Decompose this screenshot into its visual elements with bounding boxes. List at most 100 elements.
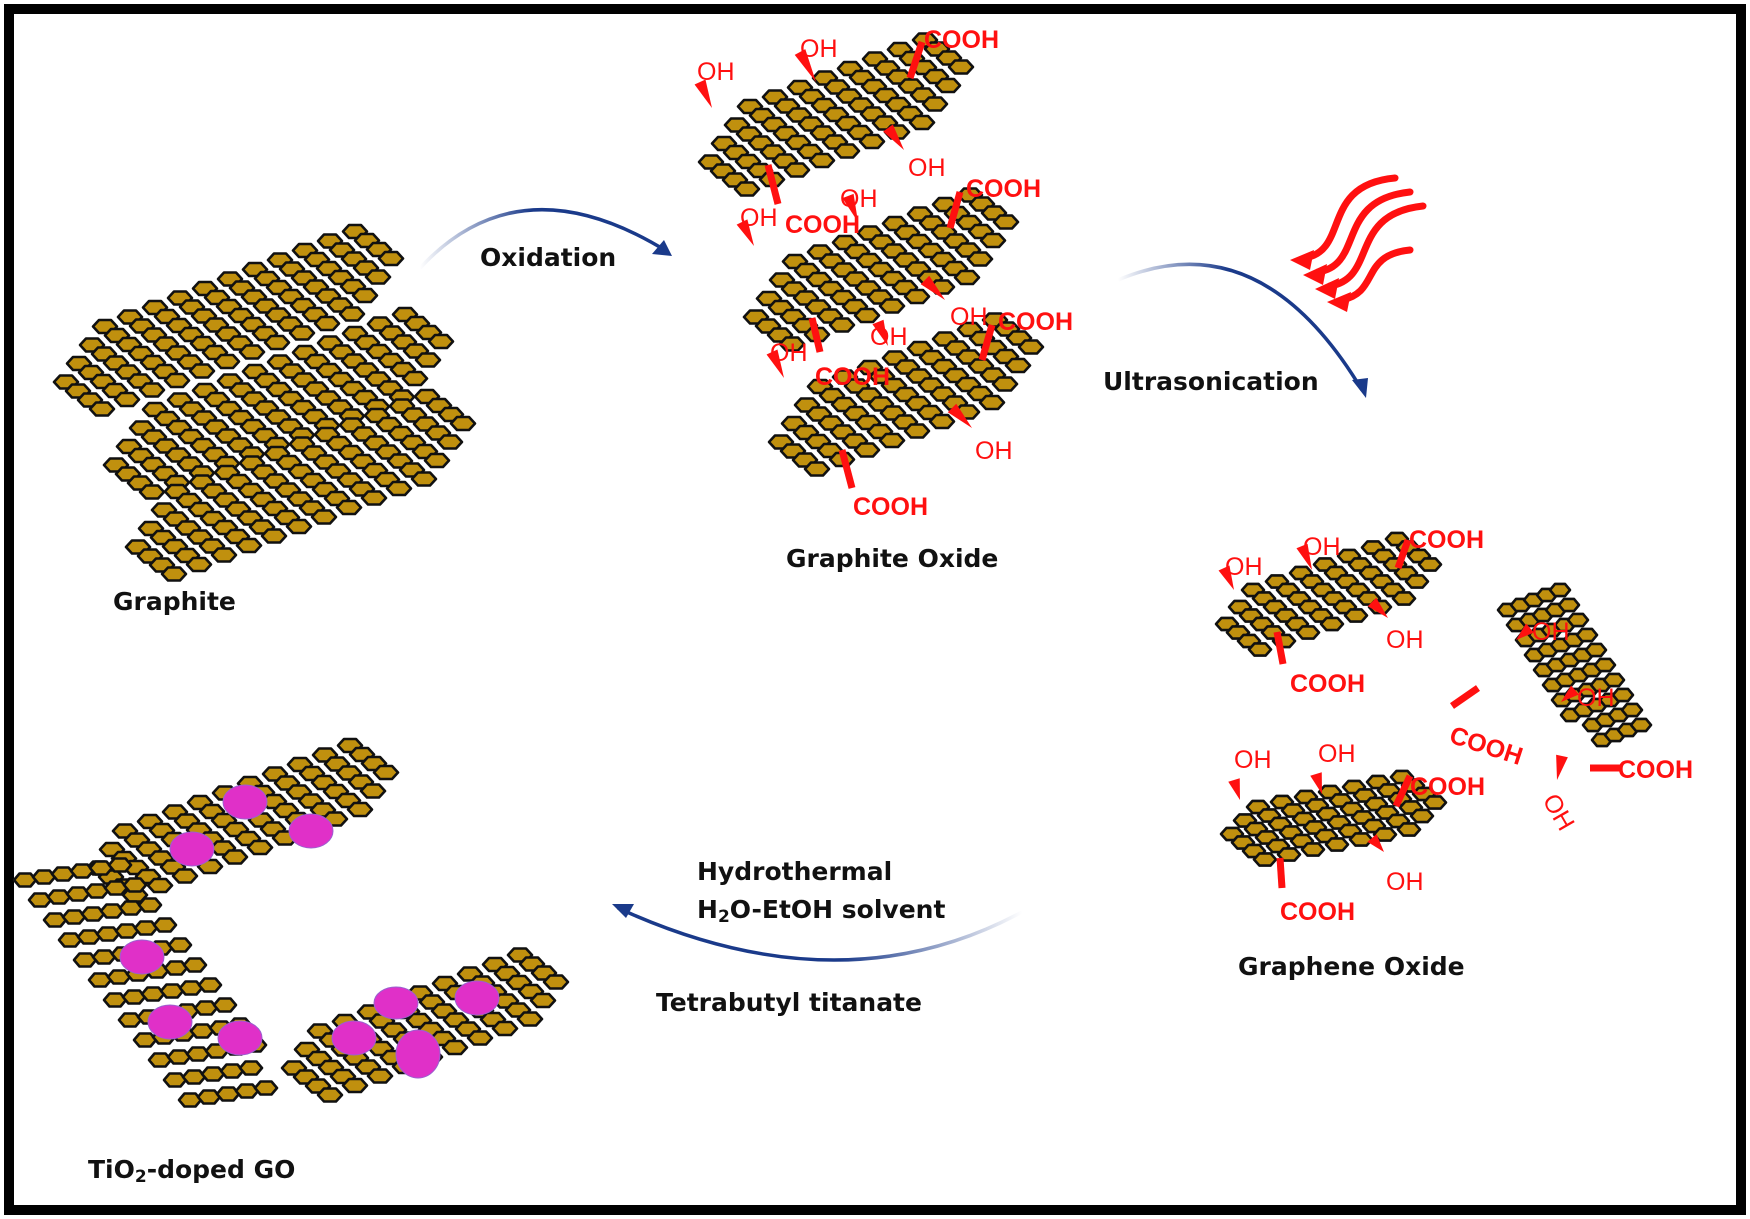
hydroxyl-label: OH: [697, 58, 735, 86]
hydroxyl-group: OH: [1367, 597, 1424, 654]
hexagon-cell: [313, 315, 341, 332]
carboxyl-label: COOH: [815, 363, 890, 391]
graphite-oxide-sheet: [742, 187, 1020, 352]
hexagon-cell: [1372, 827, 1398, 842]
hexagon-cell: [133, 920, 159, 936]
hexagon-cell: [858, 133, 886, 150]
carboxyl-group: COOH: [808, 317, 890, 391]
tio2-particle: [288, 813, 334, 849]
hexagon-cell: [234, 1083, 260, 1099]
hexagon-cell: [341, 1077, 369, 1094]
carboxyl-group: COOH: [1273, 631, 1365, 698]
bond-line-icon: [808, 317, 824, 353]
hydroxyl-group: OH: [1228, 746, 1272, 800]
wedge-bond-icon: [842, 193, 858, 222]
hydroxyl-label: OH: [770, 339, 808, 367]
wedge-bond-icon: [1367, 597, 1388, 618]
hydroxyl-label: OH: [1318, 740, 1356, 768]
tio2-particle: [147, 1004, 193, 1040]
hexagon-cell: [76, 929, 102, 945]
wedge-bond-icon: [794, 49, 816, 82]
carboxyl-group: COOH: [1276, 857, 1355, 926]
wedge-bond-icon: [766, 349, 784, 378]
hydroxyl-group: OH: [947, 403, 1013, 465]
stage-label-tio2-doped-go: TiO2-doped GO: [88, 1155, 295, 1187]
hexagon-cell: [346, 801, 374, 818]
hexagon-cell: [193, 1000, 219, 1016]
carboxyl-label: COOH: [924, 26, 999, 54]
hexagon-cell: [140, 986, 166, 1002]
hexagon-cell: [181, 1069, 207, 1085]
tio2-particle: [222, 784, 268, 820]
step-label-ultrasonication: Ultrasonication: [1103, 367, 1319, 396]
wedge-bond-icon: [1310, 772, 1322, 794]
hexagon-cell: [50, 866, 76, 882]
hexagon-cell: [210, 547, 238, 563]
hexagon-cell: [449, 415, 477, 432]
hexagon-cell: [31, 869, 57, 885]
hydroxyl-group: OH: [736, 204, 778, 246]
hydroxyl-group: OH: [694, 58, 735, 108]
hexagon-cell: [117, 1012, 143, 1028]
hexagon-cell: [1557, 597, 1581, 613]
hexagon-cell: [221, 849, 249, 865]
hexagon-cell: [260, 528, 288, 544]
hexagon-cell: [166, 1049, 192, 1065]
step-label-hydrothermal: Hydrothermal: [697, 857, 892, 886]
hexagon-cell: [42, 912, 68, 928]
hexagon-cell: [385, 480, 413, 497]
hydroxyl-group: OH: [920, 275, 988, 331]
hexagon-cell: [1295, 625, 1321, 640]
carboxyl-label: COOH: [785, 211, 860, 239]
hexagon-cell: [1348, 832, 1374, 847]
hexagon-cell: [351, 287, 379, 304]
hexagon-cell: [1004, 357, 1032, 374]
hexagon-cell: [138, 382, 166, 398]
tio2-particle: [217, 1020, 263, 1056]
hexagon-cell: [979, 232, 1007, 249]
hydroxyl-group: OH: [766, 339, 808, 378]
hexagon-cell: [1575, 627, 1599, 643]
hydroxyl-group: OH: [870, 319, 908, 351]
carboxyl-label: COOH: [1280, 898, 1355, 926]
hexagon-cell: [529, 992, 557, 1009]
hexagon-cell: [427, 333, 455, 350]
tio2-go-sheet: [280, 947, 570, 1103]
hydroxyl-label: OH: [1386, 868, 1424, 896]
hexagon-cell: [238, 344, 266, 360]
carboxyl-label: COOH: [998, 308, 1073, 336]
hydroxyl-group: OH: [794, 35, 838, 82]
hexagon-cell: [1602, 672, 1626, 688]
hexagon-cell: [372, 764, 400, 781]
hexagon-cell: [1396, 822, 1422, 837]
tio2-particle: [373, 986, 419, 1020]
hexagon-cell: [69, 863, 95, 879]
hydroxyl-group: OH: [840, 185, 878, 222]
hexagon-cell: [99, 903, 125, 919]
hexagon-cell: [928, 413, 956, 430]
hexagon-cell: [219, 1063, 245, 1079]
ultrasonication-arrow: [1117, 262, 1368, 398]
label-subscript: 2: [718, 907, 730, 927]
bond-line-icon: [1450, 685, 1480, 709]
hexagon-cell: [122, 877, 148, 893]
step-label-oxidation: Oxidation: [480, 243, 616, 272]
hexagon-cell: [132, 1032, 158, 1048]
hexagon-cell: [27, 892, 53, 908]
carboxyl-group: COOH: [838, 449, 928, 521]
wedge-bond-icon: [694, 79, 712, 108]
label-subscript: 2: [135, 1167, 147, 1187]
hexagon-cell: [61, 909, 87, 925]
hexagon-cell: [436, 434, 464, 450]
step-label-reagent: Tetrabutyl titanate: [656, 988, 922, 1017]
wedge-bond-icon: [1296, 543, 1312, 570]
hexagon-cell: [516, 1011, 544, 1027]
hexagon-cell: [466, 1030, 494, 1046]
hexagon-cell: [1247, 642, 1273, 657]
graphite-oxide-sheet: [767, 312, 1045, 477]
hexagon-cell: [147, 1052, 173, 1068]
hexagon-cell: [953, 269, 981, 286]
hexagon-cell: [903, 288, 931, 305]
hexagon-cell: [833, 143, 861, 159]
hexagon-cell: [235, 537, 263, 554]
